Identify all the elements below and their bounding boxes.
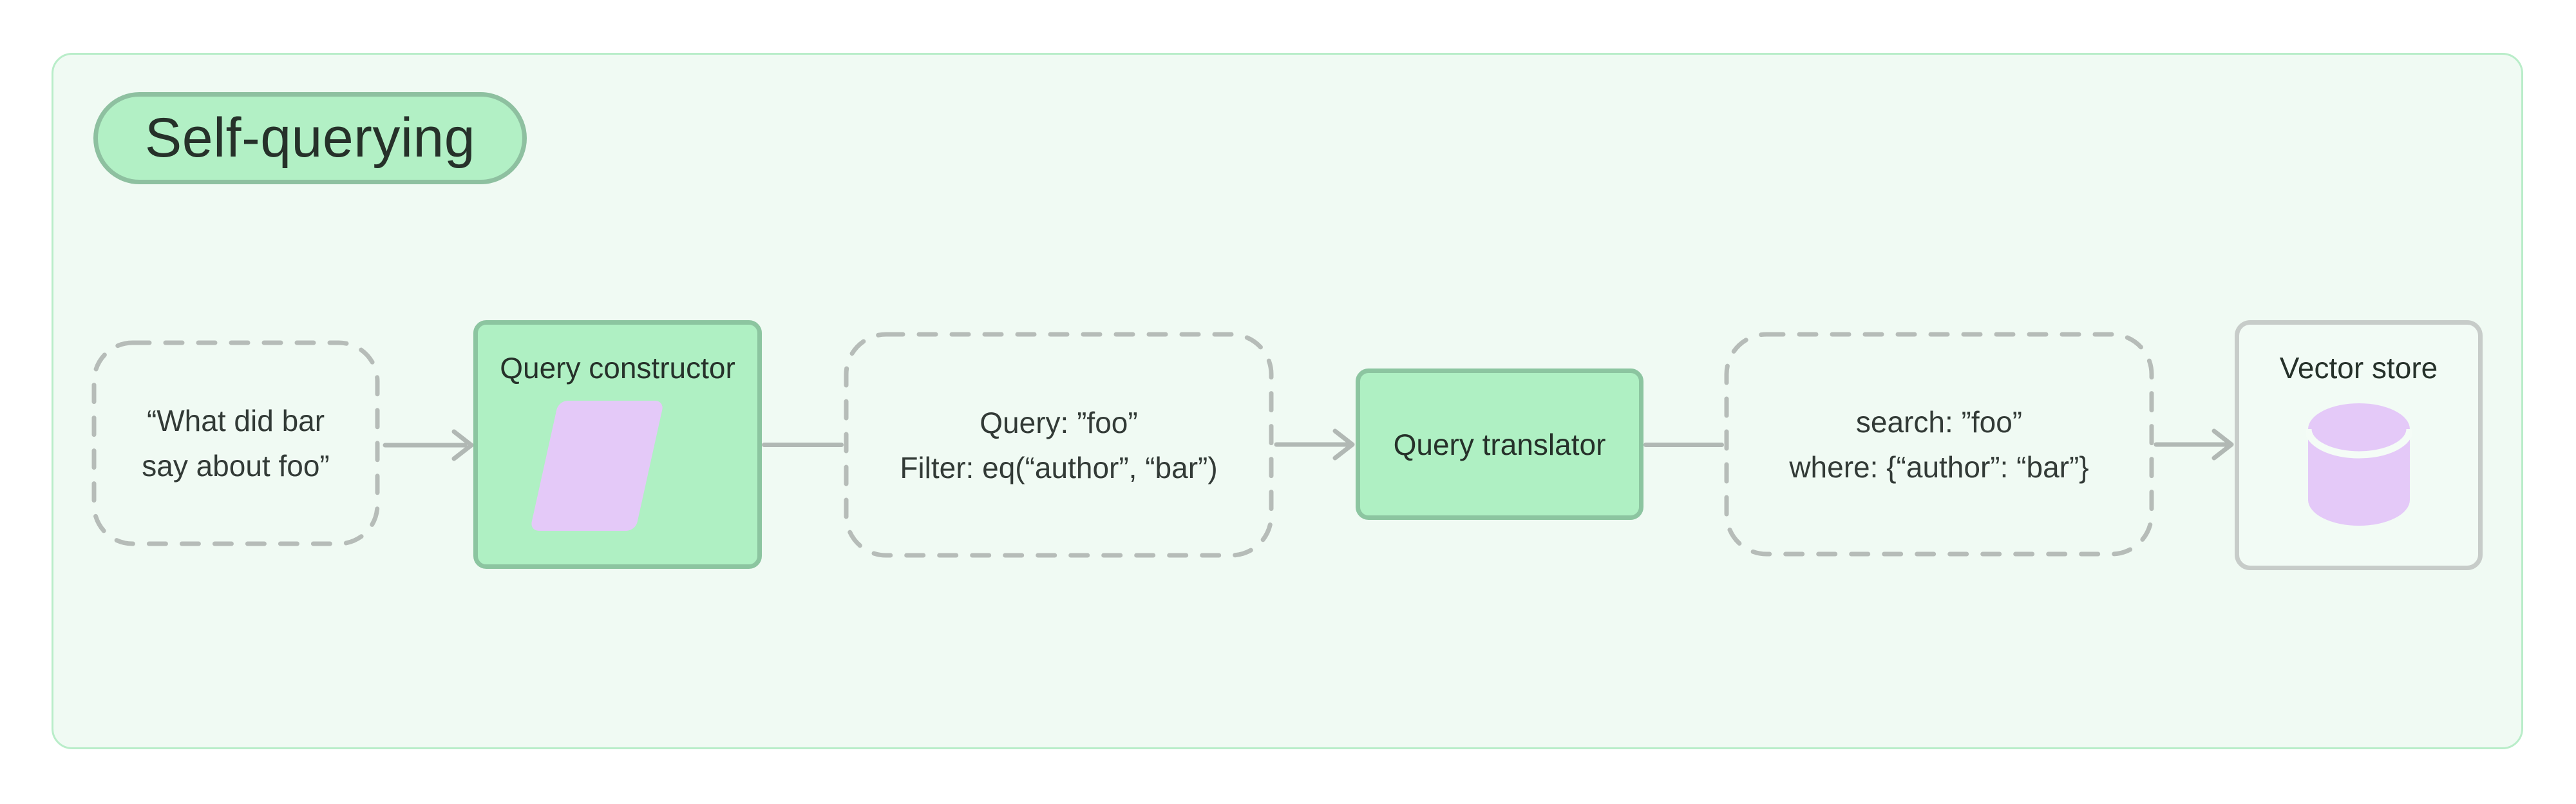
diagram-panel: Self-querying <box>52 53 2523 749</box>
node-text-line: search: ”foo” <box>1855 405 2023 439</box>
diagram-title: Self-querying <box>144 107 476 169</box>
node-label: Vector store <box>2279 351 2438 385</box>
node-text-line: “What did bar <box>146 404 325 437</box>
arrow-connector <box>383 429 474 461</box>
line-connector <box>762 443 844 447</box>
node-text-line: where: {“author”: “bar”} <box>1789 450 2089 484</box>
arrow-connector <box>1274 428 1355 461</box>
line-connector <box>1643 443 1724 447</box>
dashed-border <box>91 340 380 546</box>
node-user-question: “What did bar say about foo” <box>91 340 380 546</box>
node-query-translator: Query translator <box>1356 368 1643 520</box>
parallelogram-icon <box>529 401 665 531</box>
database-cylinder-icon <box>2306 403 2412 526</box>
diagram-title-badge: Self-querying <box>93 92 527 184</box>
node-text-line: say about foo” <box>142 449 330 483</box>
node-text: search: ”foo” where: {“author”: “bar”} <box>1724 332 2154 557</box>
node-query-constructor: Query constructor <box>473 320 762 569</box>
node-text: “What did bar say about foo” <box>91 340 380 546</box>
node-text-line: Query: ”foo” <box>980 405 1138 439</box>
node-structured-query: Query: ”foo” Filter: eq(“author”, “bar”) <box>844 332 1274 558</box>
node-text: Query: ”foo” Filter: eq(“author”, “bar”) <box>844 332 1274 558</box>
dashed-border <box>844 332 1274 558</box>
node-vector-store: Vector store <box>2235 320 2483 570</box>
node-text-line: Filter: eq(“author”, “bar”) <box>900 450 1218 484</box>
dashed-border <box>1724 332 2154 557</box>
node-translated-query: search: ”foo” where: {“author”: “bar”} <box>1724 332 2154 557</box>
node-label: Query translator <box>1393 427 1606 461</box>
arrow-connector <box>2154 428 2234 461</box>
node-label: Query constructor <box>500 351 735 385</box>
